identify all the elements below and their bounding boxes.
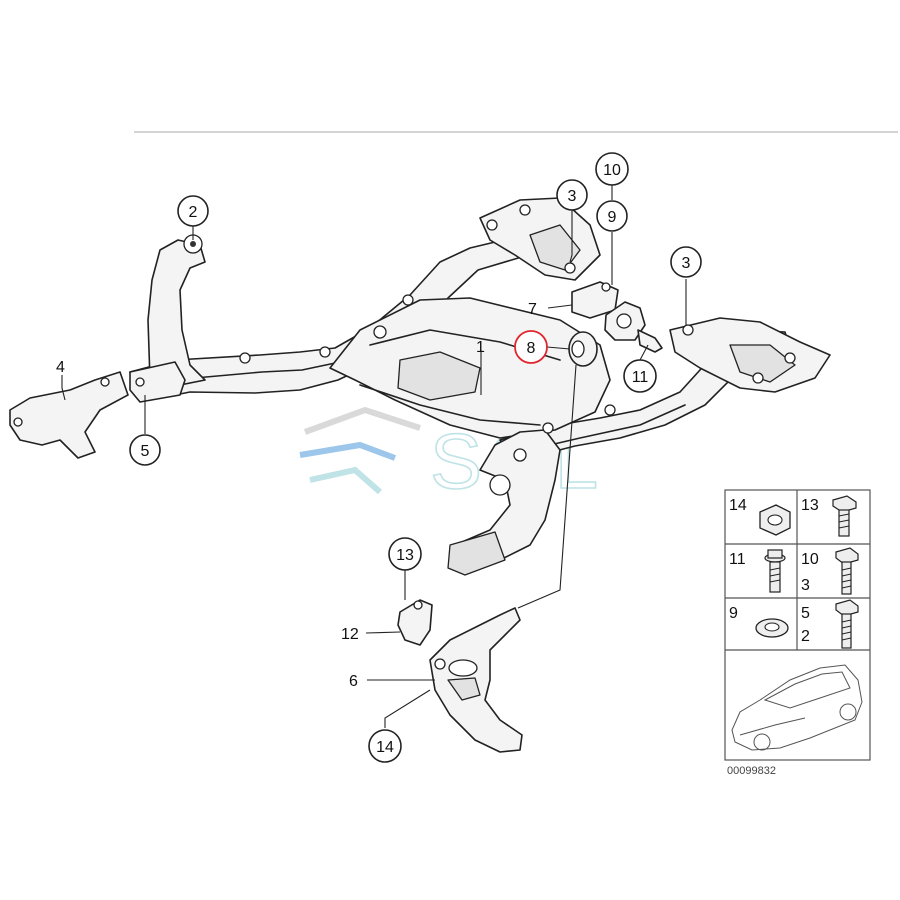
hardware-table: 14 13 11 10 3 9	[724, 489, 871, 761]
table-cell-9: 9	[729, 605, 738, 622]
svg-text:5: 5	[141, 443, 150, 460]
callout-8-highlighted: 8	[514, 330, 548, 364]
svg-text:11: 11	[632, 369, 649, 386]
callout-13-lower: 13	[388, 537, 422, 571]
short-bolt-icon	[832, 495, 857, 537]
reference-number: 00099832	[727, 765, 776, 777]
car-silhouette-icon	[731, 664, 863, 751]
label-6: 6	[349, 673, 358, 690]
ball-joint-part-12	[397, 599, 433, 646]
control-arm-assembly	[397, 599, 523, 753]
svg-text:10: 10	[603, 162, 621, 179]
bolt-part-11	[637, 329, 663, 353]
leader-lines	[61, 185, 687, 728]
callout-3-right: 3	[670, 246, 702, 278]
label-4: 4	[56, 359, 65, 376]
long-bolt-icon	[835, 547, 859, 595]
svg-text:8: 8	[527, 340, 536, 357]
callout-11: 11	[623, 359, 657, 393]
extra-long-bolt-icon	[835, 599, 859, 649]
nut-icon	[759, 504, 791, 536]
table-cell-13: 13	[801, 497, 819, 514]
callout-14-lower: 14	[368, 729, 402, 763]
callout-5: 5	[129, 434, 161, 466]
svg-text:14: 14	[376, 739, 394, 756]
callout-10: 10	[595, 152, 629, 186]
callout-9: 9	[596, 200, 628, 232]
callout-3-top: 3	[556, 179, 588, 211]
svg-text:13: 13	[396, 547, 414, 564]
svg-text:3: 3	[682, 255, 691, 272]
svg-text:3: 3	[568, 188, 577, 205]
table-cell-10: 10	[801, 551, 819, 568]
washer-icon	[755, 618, 789, 638]
label-7: 7	[528, 301, 537, 318]
table-cell-3: 3	[801, 577, 810, 594]
subframe-assembly	[9, 197, 831, 576]
table-cell-2: 2	[801, 628, 810, 645]
callout-2: 2	[177, 195, 209, 227]
table-cell-11: 11	[729, 551, 746, 568]
svg-text:9: 9	[608, 209, 617, 226]
svg-text:2: 2	[189, 204, 198, 221]
label-12: 12	[341, 626, 359, 643]
flange-bolt-icon	[764, 549, 786, 593]
table-cell-14: 14	[729, 497, 747, 514]
label-1: 1	[476, 339, 485, 356]
bushing-group	[568, 281, 663, 367]
table-cell-5: 5	[801, 605, 810, 622]
